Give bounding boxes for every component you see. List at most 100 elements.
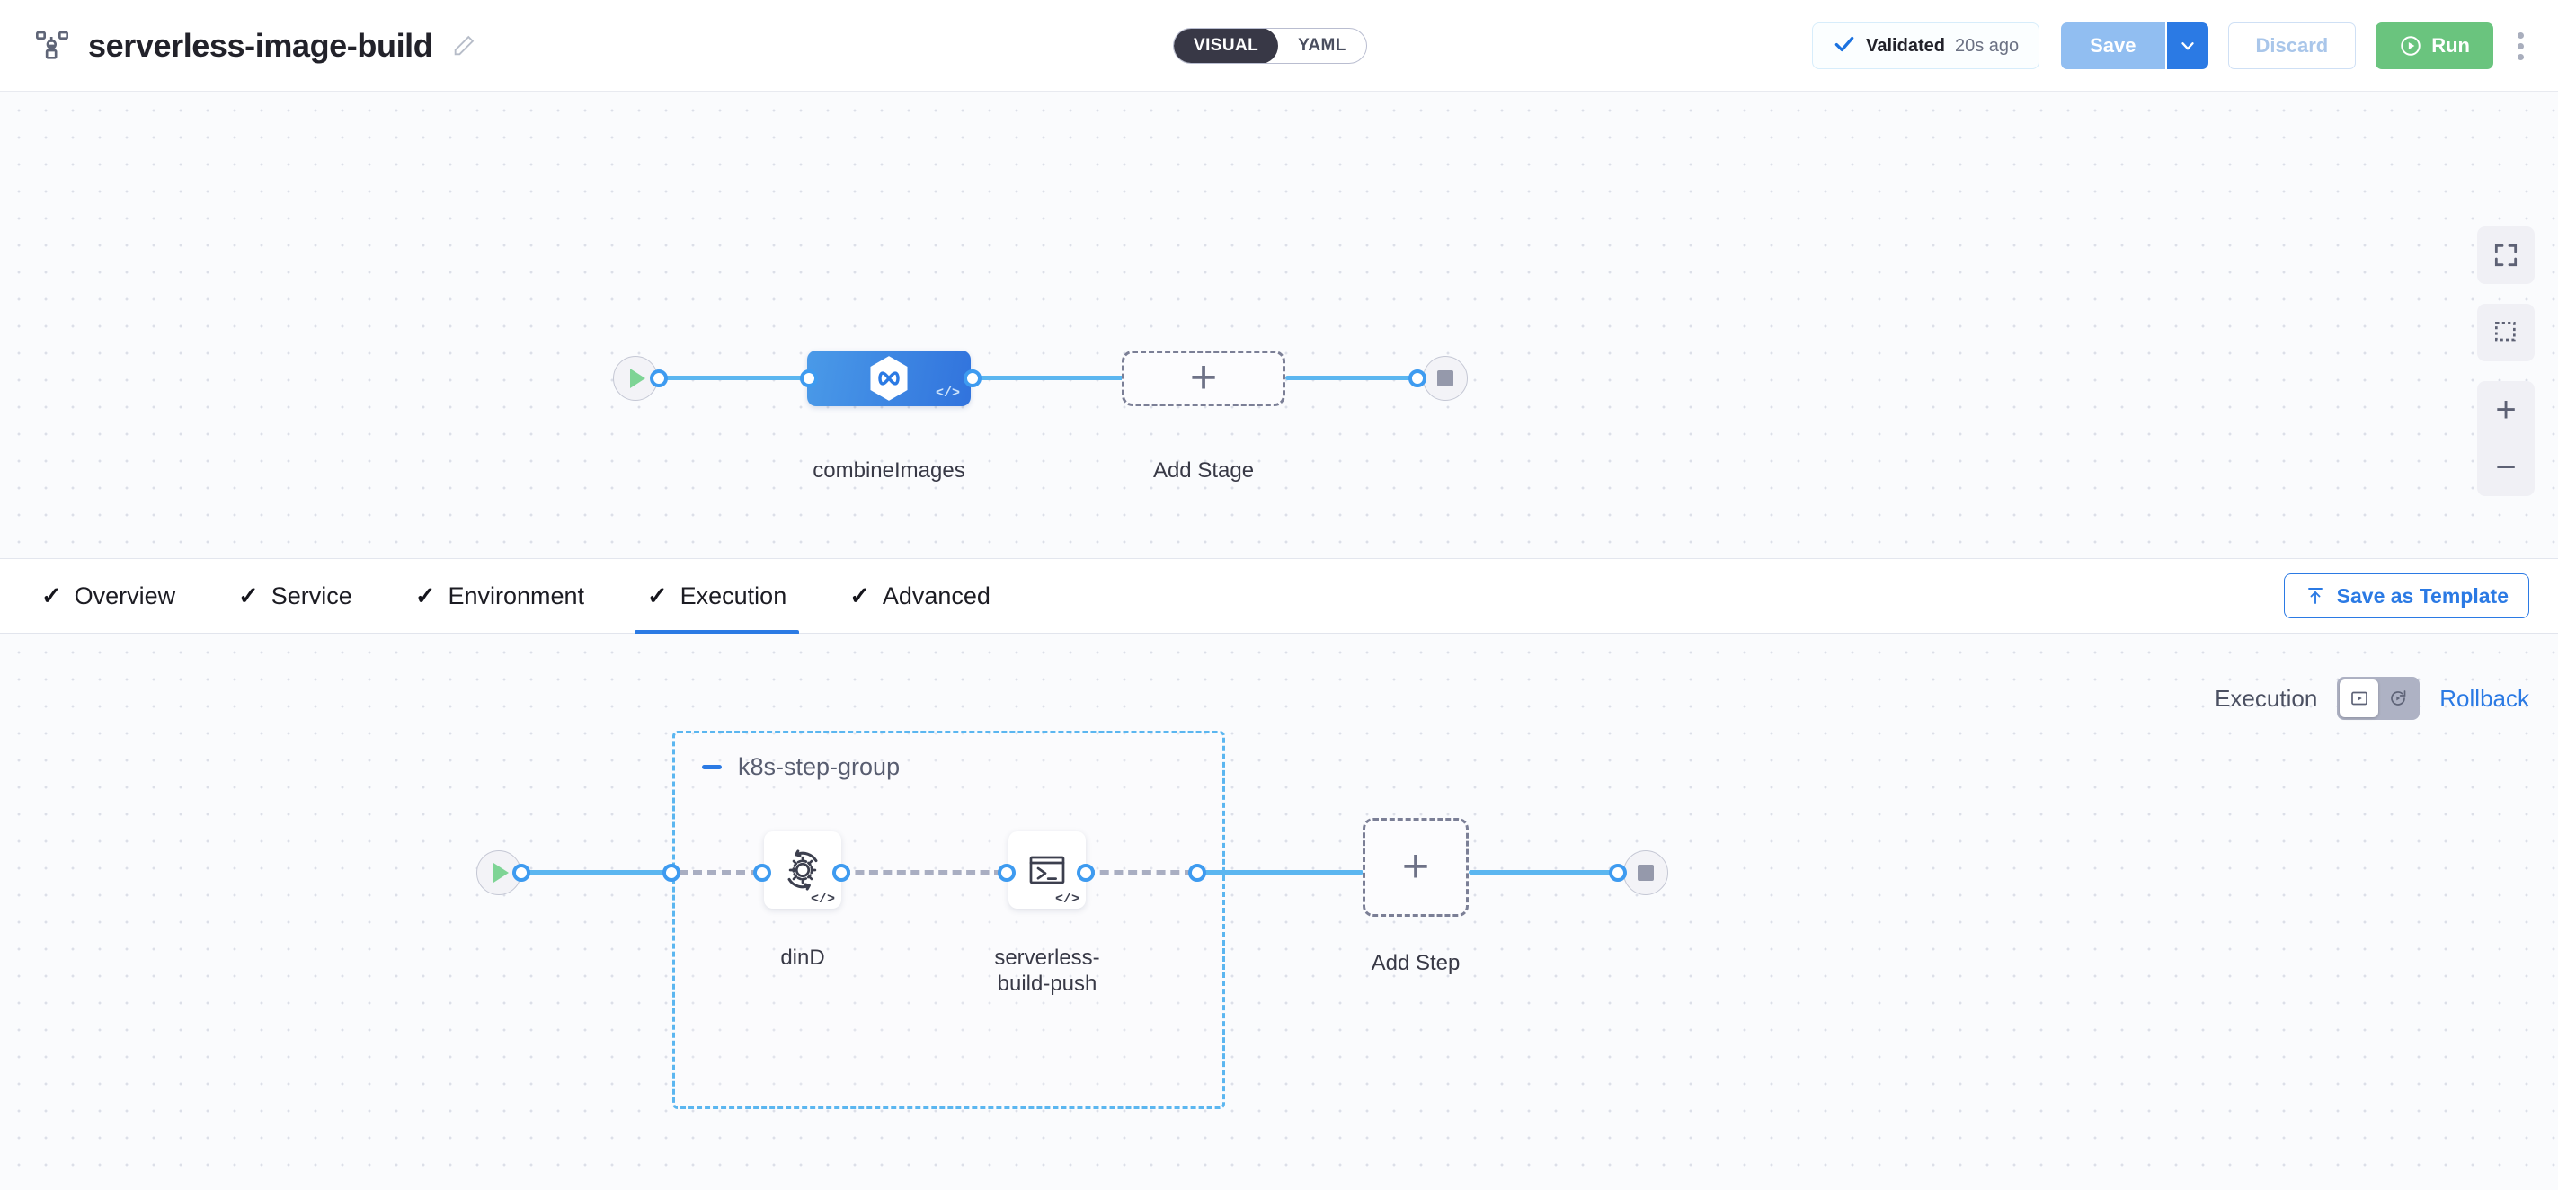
step-label-dind: dinD — [780, 946, 825, 970]
port-group-out[interactable] — [1188, 864, 1206, 882]
validated-timestamp: 20s ago — [1954, 35, 2020, 56]
step-node-dind[interactable]: </> — [764, 831, 841, 909]
zoom-in-icon[interactable]: + — [2495, 389, 2517, 430]
edge-stage-to-addstage — [973, 376, 1124, 380]
step-label-serverless-build-push: serverless-build-push — [994, 946, 1100, 996]
pipeline-canvas[interactable]: </> combineImages + Add Stage + − — [0, 92, 2558, 559]
step-group-k8s[interactable]: k8s-step-group — [672, 731, 1225, 1109]
tab-environment-label: Environment — [448, 582, 585, 609]
check-icon: ✓ — [647, 582, 668, 609]
plus-icon: + — [1401, 840, 1430, 893]
stop-icon — [1437, 370, 1453, 386]
kebab-menu-icon[interactable] — [2500, 22, 2540, 69]
execution-rollback-switch: Execution Rollback — [2215, 677, 2529, 720]
harness-hexagon-infinity-icon — [867, 354, 910, 403]
edge-group-to-addstep — [1197, 870, 1364, 875]
zoom-controls: + − — [2477, 381, 2535, 496]
canvas-controls: + − — [2477, 226, 2535, 496]
save-button[interactable]: Save — [2061, 22, 2165, 69]
port-start-out[interactable] — [650, 369, 668, 387]
add-stage-button[interactable]: + — [1122, 351, 1285, 406]
execution-mode-label: Execution — [2215, 684, 2318, 712]
chevron-down-icon[interactable] — [2164, 22, 2208, 69]
port-exec-start-out[interactable] — [512, 864, 530, 882]
header-actions: Validated 20s ago Save Discard Run — [1812, 0, 2540, 92]
add-stage-label: Add Stage — [1152, 458, 1255, 483]
stage-node-combineimages[interactable]: </> — [807, 351, 971, 406]
tab-service[interactable]: ✓ Service — [238, 559, 352, 634]
validated-label: Validated — [1866, 35, 1945, 56]
stage-tabbar: ✓ Overview ✓ Service ✓ Environment ✓ Exe… — [0, 559, 2558, 635]
dind-code-badge: </> — [810, 892, 835, 907]
edge-addstep-to-end — [1469, 870, 1617, 875]
selection-box-icon[interactable] — [2477, 304, 2535, 361]
play-in-box-icon[interactable] — [2340, 679, 2379, 717]
serverless-code-badge: </> — [1054, 892, 1079, 907]
save-as-template-button[interactable]: Save as Template — [2283, 573, 2529, 618]
pipeline-end-node — [1423, 356, 1468, 401]
edge-dind-to-serverless — [841, 870, 1003, 875]
check-icon: ✓ — [41, 582, 62, 609]
port-dind-in[interactable] — [753, 864, 771, 882]
visual-yaml-toggle[interactable]: VISUAL YAML — [1173, 28, 1367, 64]
tab-advanced[interactable]: ✓ Advanced — [849, 559, 990, 634]
play-icon — [630, 369, 645, 388]
port-serverless-out[interactable] — [1077, 864, 1095, 882]
run-button-label: Run — [2431, 34, 2470, 57]
edge-start-to-stage — [659, 376, 807, 380]
page-title: serverless-image-build — [88, 26, 433, 64]
mode-option-visual[interactable]: VISUAL — [1174, 29, 1279, 63]
step-group-header: k8s-step-group — [702, 753, 900, 781]
port-group-in[interactable] — [662, 864, 680, 882]
zoom-out-icon[interactable]: − — [2495, 447, 2517, 487]
minus-icon[interactable] — [702, 765, 722, 769]
status-badge-validated: Validated 20s ago — [1812, 22, 2040, 69]
check-icon: ✓ — [414, 582, 436, 609]
port-stage-out[interactable] — [964, 369, 982, 387]
execution-canvas[interactable]: Execution Rollback — [0, 634, 2558, 1190]
execution-rollback-toggle[interactable] — [2337, 677, 2421, 720]
app-header: serverless-image-build VISUAL YAML Valid… — [0, 0, 2558, 92]
step-node-serverless-build-push[interactable]: </> — [1008, 831, 1086, 909]
edge-group-to-dind — [679, 870, 759, 875]
rollback-mode-label: Rollback — [2439, 684, 2529, 712]
plus-icon: + — [1189, 351, 1218, 404]
port-serverless-in[interactable] — [998, 864, 1016, 882]
edge-start-to-group — [521, 870, 685, 875]
port-stage-in[interactable] — [800, 369, 818, 387]
tab-service-label: Service — [271, 582, 352, 609]
play-circle-icon — [2399, 34, 2422, 58]
save-button-group[interactable]: Save — [2061, 22, 2208, 69]
add-step-label: Add Step — [1371, 951, 1461, 975]
stage-code-badge: </> — [935, 386, 960, 401]
pipeline-nodes-icon — [32, 26, 72, 66]
check-icon: ✓ — [849, 582, 870, 609]
step-group-title: k8s-step-group — [738, 753, 901, 780]
stop-icon — [1638, 865, 1654, 881]
mode-option-yaml[interactable]: YAML — [1298, 36, 1346, 55]
tab-overview-label: Overview — [74, 582, 176, 609]
tab-execution[interactable]: ✓ Execution — [634, 559, 800, 635]
check-icon — [1833, 32, 1856, 59]
port-dind-out[interactable] — [832, 864, 850, 882]
edge-serverless-to-groupout — [1086, 870, 1194, 875]
run-button[interactable]: Run — [2376, 22, 2493, 69]
execution-end-node — [1623, 850, 1668, 895]
edge-addstage-to-end — [1285, 376, 1418, 380]
fit-to-screen-icon[interactable] — [2477, 226, 2535, 284]
template-upload-icon — [2305, 585, 2326, 607]
add-step-button[interactable]: + — [1363, 818, 1469, 917]
port-exec-end-in[interactable] — [1609, 864, 1627, 882]
tab-environment[interactable]: ✓ Environment — [415, 559, 584, 634]
tab-overview[interactable]: ✓ Overview — [41, 559, 175, 634]
terminal-icon — [1026, 848, 1069, 892]
tab-advanced-label: Advanced — [882, 582, 990, 609]
port-end-in[interactable] — [1408, 369, 1426, 387]
discard-button[interactable]: Discard — [2227, 22, 2357, 69]
pencil-icon[interactable] — [449, 31, 479, 61]
play-icon — [493, 863, 509, 883]
tab-execution-label: Execution — [680, 582, 787, 609]
header-left-group: serverless-image-build — [0, 26, 479, 66]
rollback-replay-icon[interactable] — [2378, 679, 2417, 717]
check-icon: ✓ — [238, 582, 259, 609]
